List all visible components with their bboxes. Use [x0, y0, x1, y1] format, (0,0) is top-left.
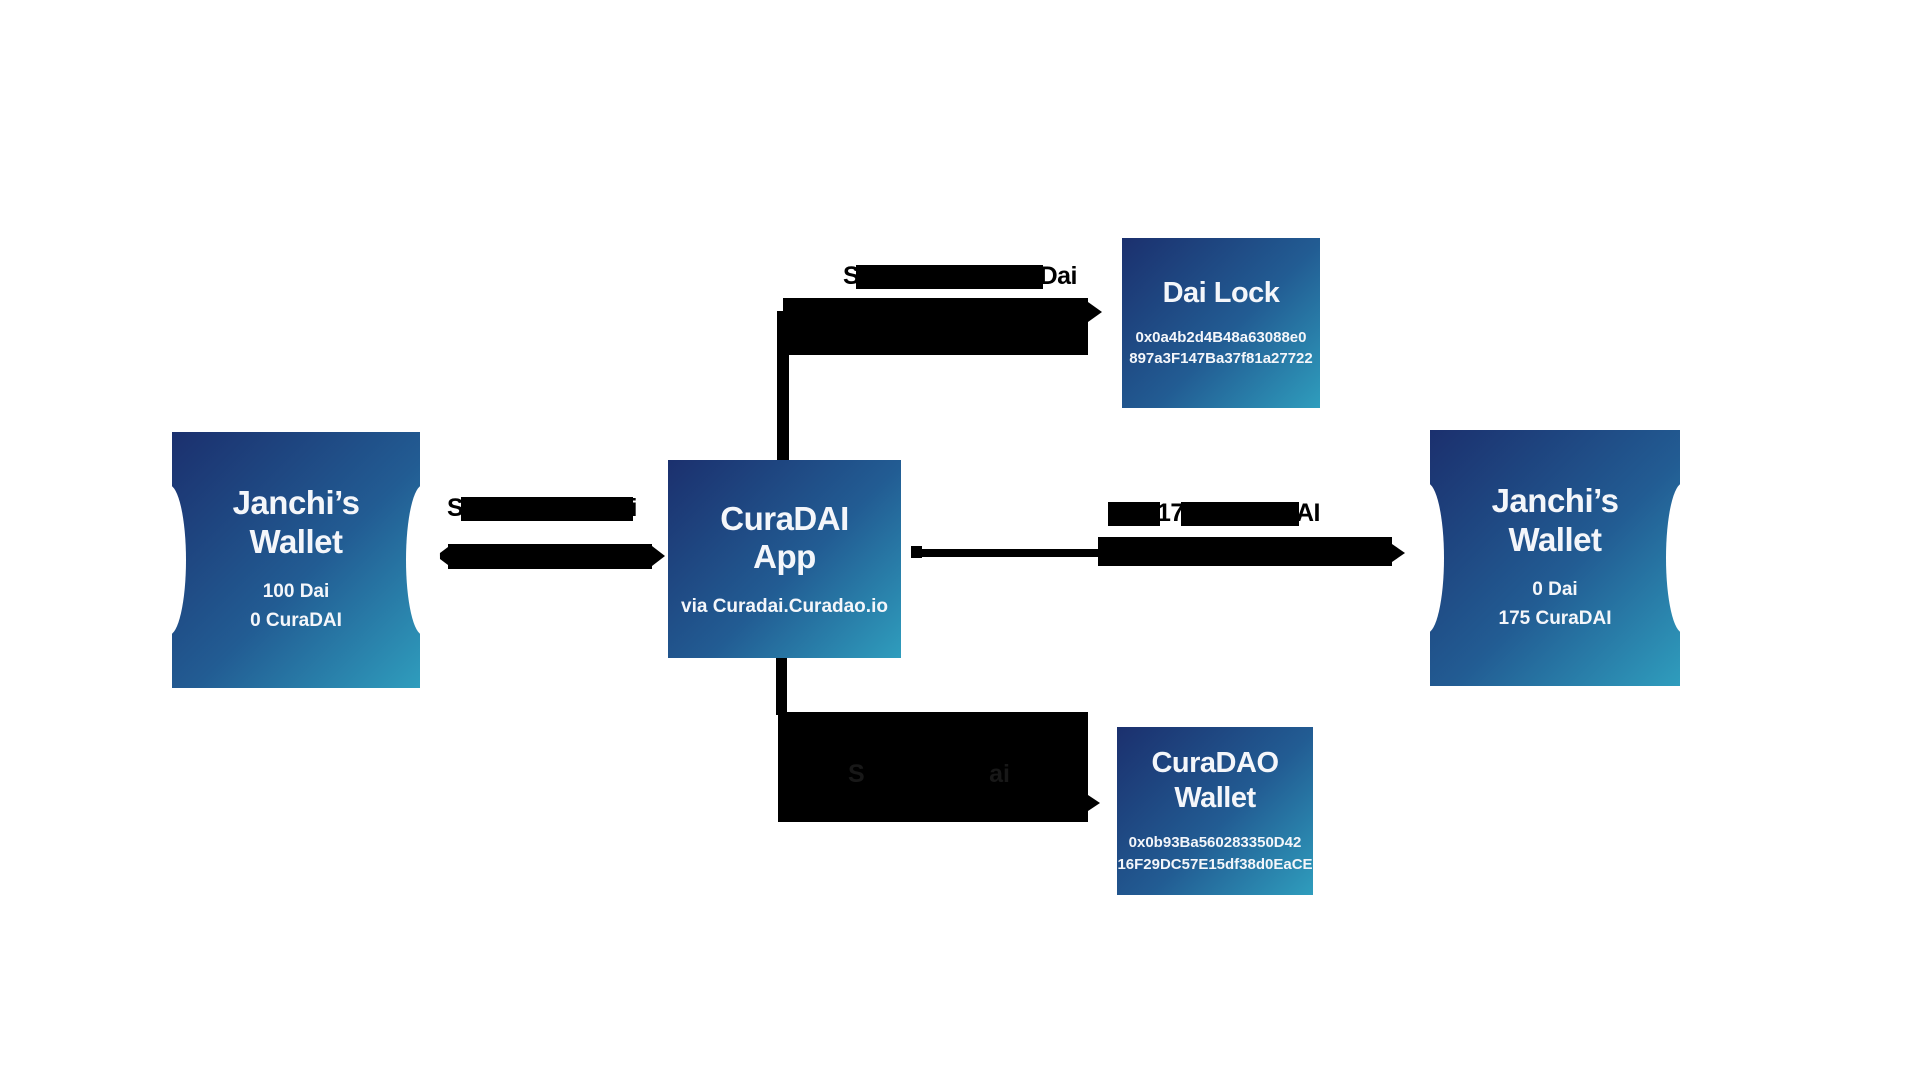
node-curadao-wallet: CuraDAO Wallet 0x0b93Ba560283350D42 16F2… [1117, 727, 1313, 895]
edge-label-fragment: Dai [1039, 262, 1078, 290]
wallet-balances: 100 Dai 0 CuraDAI [250, 577, 342, 636]
wallet-notch-left [152, 485, 186, 635]
node-janchis-wallet-before: Janchi’s Wallet 100 Dai 0 CuraDAI [152, 432, 440, 688]
edge-label-fragment: S [843, 262, 860, 290]
arrow-app-to-right-wallet-head [1392, 544, 1405, 562]
wallet-notch-right [406, 485, 440, 635]
node-curadai-app: CuraDAI App via Curadai.Curadao.io [668, 460, 901, 658]
arrow-app-to-curadao-head [1088, 795, 1100, 811]
node-title: Janchi’s Wallet [232, 484, 360, 560]
contract-address: 0x0a4b2d4B48a63088e0 897a3F147Ba37f81a27… [1129, 327, 1313, 371]
balance-dai: 100 Dai [262, 580, 330, 602]
address-line: 0x0b93Ba560283350D42 [1128, 834, 1302, 852]
wallet-balances: 0 Dai 175 CuraDAI [1499, 575, 1612, 634]
edge-label-send-dai-to-lock: S Dai [843, 262, 1078, 291]
label-occlusion-bar [856, 264, 1043, 289]
address-line: 0x0a4b2d4B48a63088e0 [1135, 328, 1307, 346]
arrow-left-wallet-to-app-bar [448, 544, 652, 569]
edge-label-fragment: 17 [1157, 499, 1184, 527]
label-occlusion-bar [461, 496, 633, 521]
arrow-app-to-right-wallet-bar [1098, 537, 1392, 566]
edge-label-fragment: S [848, 760, 865, 788]
node-title: CuraDAI App [720, 499, 849, 575]
node-title: Dai Lock [1162, 276, 1280, 309]
address-line: 897a3F147Ba37f81a27722 [1129, 350, 1313, 368]
edge-label-mint-curadai: 17 AI [1108, 499, 1321, 528]
balance-curadai: 0 CuraDAI [250, 610, 342, 632]
label-occlusion-bar [1108, 501, 1160, 526]
node-janchis-wallet-after: Janchi’s Wallet 0 Dai 175 CuraDAI [1410, 430, 1700, 686]
address-line: 16F29DC57E15df38d0EaCE [1117, 855, 1313, 873]
balance-dai: 0 Dai [1532, 578, 1578, 600]
arrow-app-to-curadao-bar [778, 712, 1088, 822]
edge-label-send-to-curadao-faint: S ai [848, 760, 1010, 789]
arrow-app-to-dailock-bar [783, 298, 1088, 355]
edge-label-send-dai: S i [447, 494, 638, 523]
arrow-app-to-curadao-vertical [776, 650, 787, 715]
node-title: CuraDAO Wallet [1151, 747, 1279, 815]
node-dai-lock: Dai Lock 0x0a4b2d4B48a63088e0 897a3F147B… [1122, 238, 1320, 408]
edge-label-fragment: ai [989, 760, 1010, 788]
edge-label-fragment: AI [1296, 499, 1321, 527]
wallet-notch-right [1666, 483, 1700, 633]
edge-label-fragment: i [630, 494, 638, 522]
arrow-app-to-right-wallet-line [922, 549, 1100, 557]
wallet-notch-left [1410, 483, 1444, 633]
arrow-left-wallet-to-app-head [652, 546, 665, 566]
node-title: Janchi’s Wallet [1491, 482, 1619, 558]
arrow-app-to-dailock-head [1088, 302, 1102, 322]
edge-label-fragment: S [447, 494, 464, 522]
balance-curadai: 175 CuraDAI [1498, 608, 1612, 630]
contract-address: 0x0b93Ba560283350D42 16F29DC57E15df38d0E… [1117, 832, 1312, 876]
label-occlusion-bar [1180, 501, 1299, 526]
arrow-app-to-right-wallet-start [911, 546, 922, 558]
app-subtitle: via Curadai.Curadao.io [681, 596, 888, 618]
